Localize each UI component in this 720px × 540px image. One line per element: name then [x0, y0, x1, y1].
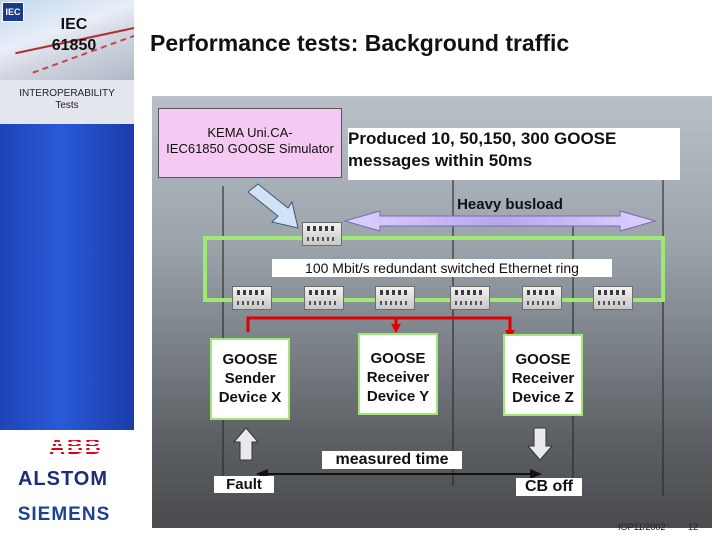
- device-y-line1: GOOSE: [370, 350, 426, 367]
- heavy-busload-label: Heavy busload: [457, 196, 563, 213]
- device-z-line3: Device Z: [512, 389, 574, 406]
- signal-arrowhead-y-icon: [391, 324, 401, 333]
- ring-label: 100 Mbit/s redundant switched Ethernet r…: [272, 259, 612, 277]
- abb-logo: ABB: [36, 434, 116, 459]
- device-z-line1: GOOSE: [515, 351, 571, 368]
- network-switch-icon: [302, 222, 342, 246]
- cb-off-label: CB off: [516, 478, 582, 496]
- slide-header: [134, 0, 720, 80]
- sidebar-blue-panel: [0, 124, 134, 430]
- alstom-logo: ALSTOM: [17, 468, 109, 490]
- goose-sender-device-x: GOOSE Sender Device X: [210, 338, 290, 420]
- busload-double-arrow-icon: [343, 210, 657, 232]
- footer: [134, 528, 720, 540]
- network-switch-icon: [522, 286, 562, 310]
- produced-line2: messages within 50ms: [348, 151, 533, 170]
- iec-label-line1: IEC: [60, 16, 88, 33]
- goose-receiver-device-y: GOOSE Receiver Device Y: [358, 333, 438, 415]
- iec-label-line2: 61850: [51, 37, 97, 54]
- network-switch-icon: [450, 286, 490, 310]
- interoperability-subtitle: Tests: [55, 100, 79, 111]
- simulator-arrow-icon: [247, 183, 299, 229]
- siemens-logo: SIEMENS: [17, 504, 111, 525]
- device-y-line3: Device Y: [366, 388, 430, 405]
- sponsor-logos: [0, 430, 134, 540]
- measured-right-arrowhead-icon: [530, 469, 542, 479]
- network-switch-icon: [593, 286, 633, 310]
- goose-simulator-box: KEMA Uni.CA- IEC61850 GOOSE Simulator: [158, 108, 342, 178]
- cb-block-arrow-down-icon: [526, 427, 554, 461]
- page-title: Performance tests: Background traffic: [150, 30, 570, 56]
- page-number: 12: [688, 522, 699, 532]
- interoperability-title: INTEROPERABILITY: [19, 88, 115, 99]
- network-switch-icon: [304, 286, 344, 310]
- simulator-line2: IEC61850 GOOSE Simulator: [166, 141, 334, 156]
- produced-messages-text: Produced 10, 50,150, 300 GOOSE messages …: [348, 128, 680, 180]
- footer-document-code: IOP11/2002: [618, 522, 666, 532]
- ethernet-ring: [203, 236, 665, 302]
- simulator-line1: KEMA Uni.CA-: [207, 125, 293, 140]
- fault-label: Fault: [214, 476, 274, 493]
- measured-time-label: measured time: [322, 451, 462, 469]
- produced-line1: Produced 10, 50,150, 300 GOOSE: [348, 129, 617, 148]
- device-y-line2: Receiver: [366, 369, 430, 386]
- goose-receiver-device-z: GOOSE Receiver Device Z: [503, 334, 583, 416]
- network-switch-icon: [232, 286, 272, 310]
- device-z-line2: Receiver: [511, 370, 575, 387]
- device-x-line1: GOOSE: [222, 351, 278, 368]
- device-x-line2: Sender: [224, 370, 276, 387]
- goose-signal-path: [246, 316, 512, 332]
- iec-logo-icon: IEC: [2, 2, 24, 22]
- device-x-line3: Device X: [218, 389, 282, 406]
- network-switch-icon: [375, 286, 415, 310]
- fault-block-arrow-up-icon: [232, 427, 260, 461]
- iec-61850-label: IEC 61850: [28, 14, 120, 56]
